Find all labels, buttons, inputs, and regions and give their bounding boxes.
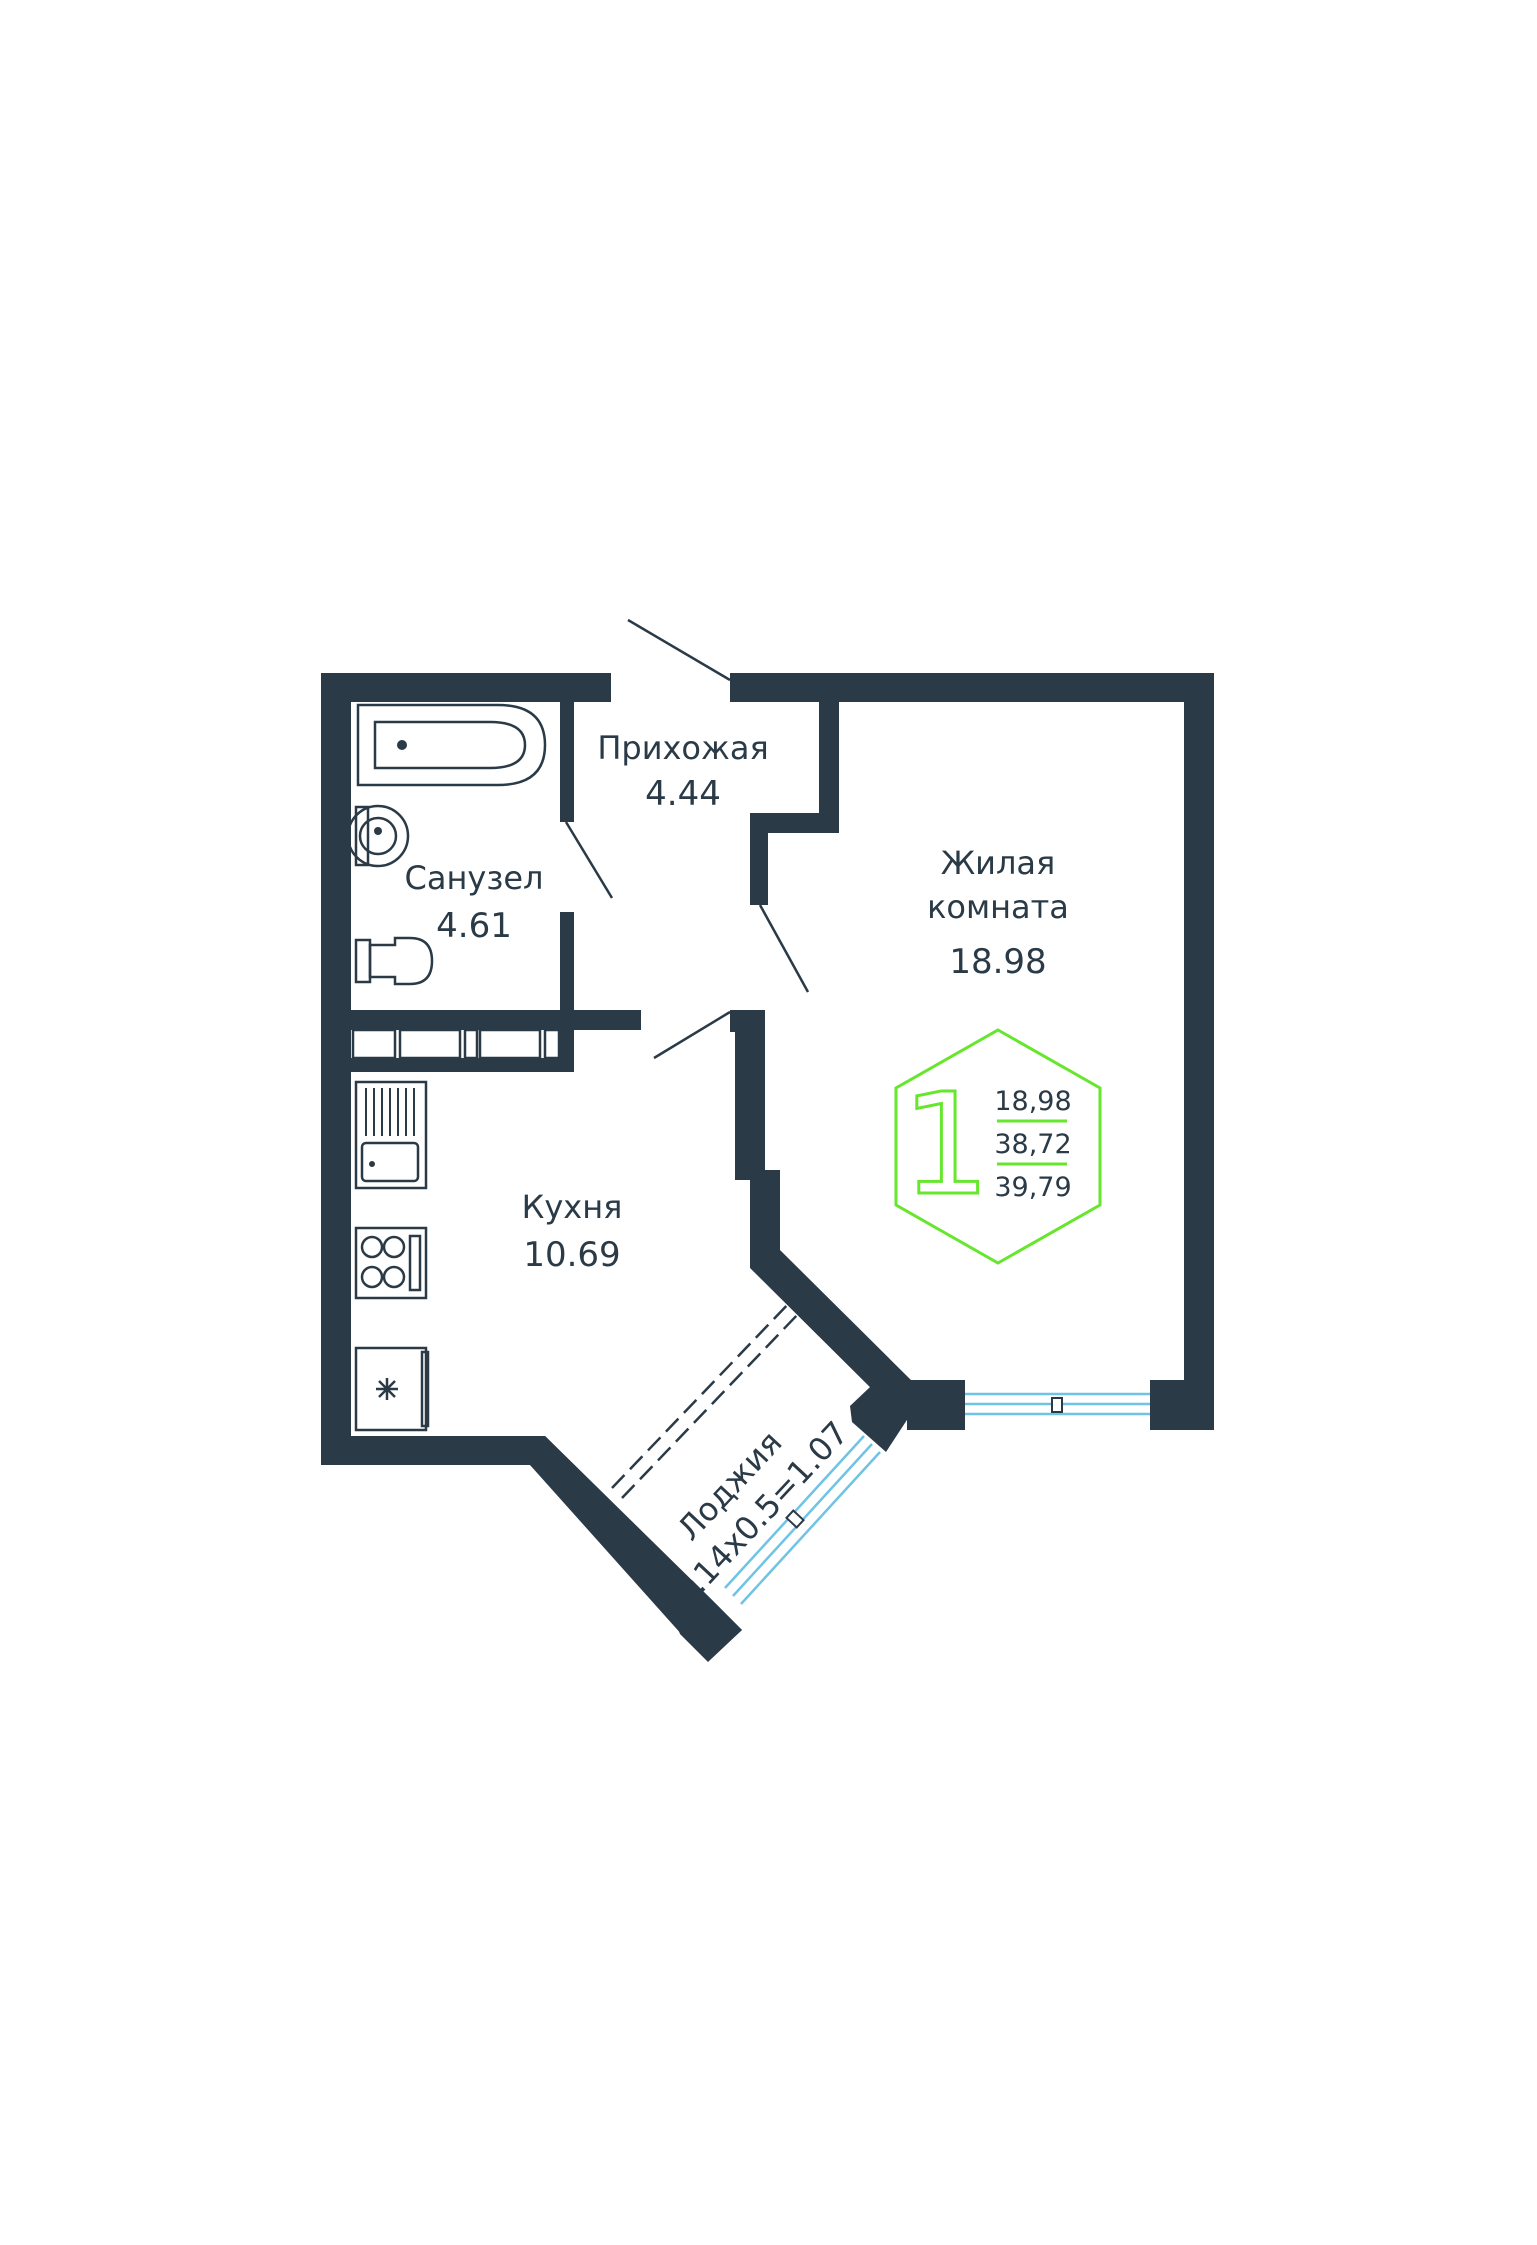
wall-kitchen-living — [735, 1010, 765, 1180]
wall-loggia-pier-bottom — [668, 1580, 742, 1662]
wall-hall-living-niche — [750, 813, 839, 833]
wall-top-left — [321, 673, 611, 702]
walls — [321, 673, 1214, 1662]
badge-living-area: 18,98 — [994, 1086, 1071, 1117]
wall-bath-bottom-stub — [574, 1010, 641, 1030]
kitchen-area: 10.69 — [523, 1235, 620, 1275]
living-name-line2: комната — [927, 888, 1069, 926]
living-name-line1: Жилая — [941, 844, 1056, 882]
loggia-boundary — [611, 1299, 801, 1499]
vent-duct-5 — [543, 1028, 561, 1060]
hallway-name: Прихожая — [597, 729, 768, 767]
area-badge: 1 18,98 38,72 39,79 — [894, 1028, 1102, 1265]
wall-bath-right-bottom — [560, 912, 574, 1072]
wall-bath-right-top — [560, 700, 574, 822]
wall-bath-bottom — [351, 1010, 641, 1030]
refrigerator — [354, 1346, 430, 1432]
vent-duct-4 — [478, 1028, 542, 1060]
wall-outer-left — [321, 673, 351, 1465]
badge-rooms-count: 1 — [901, 1064, 990, 1227]
wall-top-right — [730, 673, 1214, 702]
badge-total-with-loggia: 39,79 — [994, 1172, 1071, 1203]
windows — [724, 1392, 1150, 1605]
sink — [346, 804, 410, 868]
window-living — [965, 1392, 1150, 1416]
door-entrance — [627, 618, 731, 682]
hallway-area: 4.44 — [645, 774, 721, 814]
bathroom-area: 4.61 — [436, 906, 512, 946]
wall-hall-living-lower — [750, 813, 768, 905]
wall-hall-living-top — [819, 700, 839, 830]
door-kitchen — [653, 1010, 731, 1060]
vent-ducts — [351, 1028, 561, 1060]
badge-total-area: 38,72 — [994, 1129, 1071, 1160]
wall-outer-right — [1184, 673, 1214, 1430]
wall-bath-bottom-lower — [351, 1058, 574, 1072]
toilet — [354, 936, 434, 986]
doors — [564, 618, 810, 1060]
kitchen-sink — [354, 1080, 428, 1190]
bathroom-name: Санузел — [405, 859, 544, 897]
stove — [354, 1226, 428, 1300]
door-bathroom — [564, 821, 614, 899]
wall-kitchen-diagonal — [750, 1170, 915, 1410]
window-loggia — [724, 1435, 881, 1605]
living-area: 18.98 — [949, 942, 1046, 982]
kitchen-name: Кухня — [522, 1188, 623, 1226]
vent-duct-3 — [463, 1028, 479, 1060]
badge-hexagon — [894, 1028, 1102, 1265]
bathtub — [356, 703, 547, 787]
vent-duct-2 — [398, 1028, 462, 1060]
vent-duct-1 — [351, 1028, 397, 1060]
wall-kitchen-living-jamb — [730, 1010, 750, 1032]
door-living — [758, 904, 810, 993]
wall-pier-right — [1150, 1380, 1214, 1430]
